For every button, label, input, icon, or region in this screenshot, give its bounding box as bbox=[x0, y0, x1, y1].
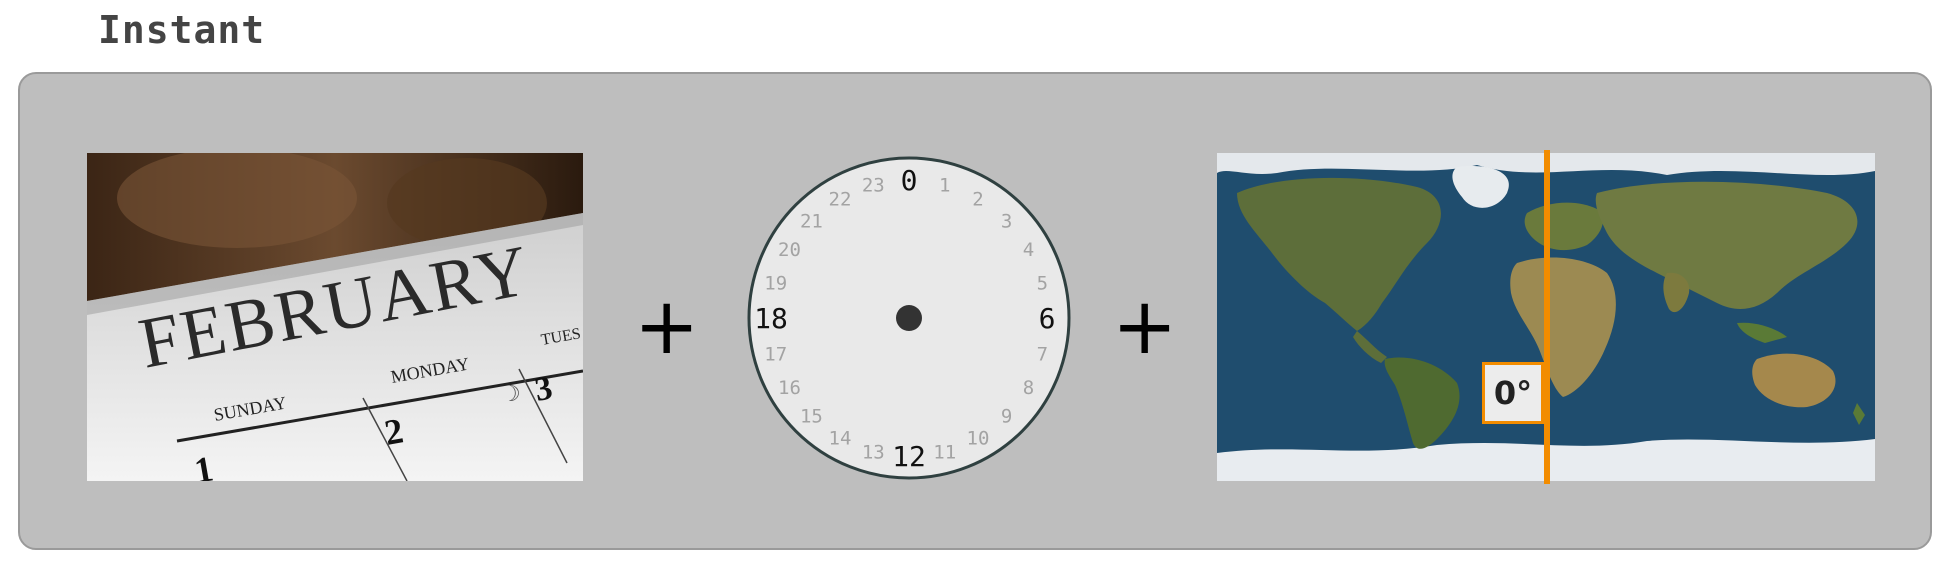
clock-hour-label-13: 13 bbox=[862, 441, 885, 463]
page-title: Instant bbox=[98, 8, 266, 52]
clock-hour-label-8: 8 bbox=[1023, 377, 1034, 399]
calendar-photo: FEBRUARY SUNDAY MONDAY TUES 1 2 ☽ 3 bbox=[87, 153, 583, 481]
clock-hour-label-20: 20 bbox=[778, 239, 801, 261]
clock-hour-label-23: 23 bbox=[862, 175, 885, 197]
plus-operator-2: + bbox=[1112, 282, 1178, 372]
moon-icon: ☽ bbox=[501, 382, 521, 407]
calendar-date-3: 3 bbox=[532, 369, 555, 408]
clock-hour-label-3: 3 bbox=[1001, 210, 1012, 232]
clock-hour-label-14: 14 bbox=[829, 428, 852, 450]
clock-hour-label-9: 9 bbox=[1001, 406, 1012, 428]
clock-hour-label-18: 18 bbox=[754, 302, 788, 335]
prime-meridian-line bbox=[1544, 150, 1550, 484]
clock-hour-label-2: 2 bbox=[972, 189, 983, 211]
clock-hour-label-6: 6 bbox=[1039, 302, 1056, 335]
clock-hour-label-4: 4 bbox=[1023, 239, 1034, 261]
clock-hour-label-1: 1 bbox=[939, 175, 950, 197]
plus-operator-1: + bbox=[634, 282, 700, 372]
clock-hour-label-22: 22 bbox=[829, 189, 852, 211]
clock-hour-label-17: 17 bbox=[764, 344, 787, 366]
clock-hour-label-15: 15 bbox=[800, 406, 823, 428]
clock-center-dot bbox=[896, 305, 922, 331]
clock-hour-label-10: 10 bbox=[967, 428, 990, 450]
clock-hour-label-16: 16 bbox=[778, 377, 801, 399]
clock-hour-label-19: 19 bbox=[764, 272, 787, 294]
clock-hour-label-0: 0 bbox=[901, 164, 918, 197]
clock-hour-label-7: 7 bbox=[1037, 344, 1048, 366]
calendar-day-tues: TUES bbox=[540, 325, 582, 349]
clock-hour-label-5: 5 bbox=[1037, 272, 1048, 294]
clock-hour-label-21: 21 bbox=[800, 210, 823, 232]
clock-hour-label-12: 12 bbox=[892, 440, 926, 473]
clock-hour-label-11: 11 bbox=[933, 441, 956, 463]
meridian-label: 0° bbox=[1482, 362, 1544, 424]
